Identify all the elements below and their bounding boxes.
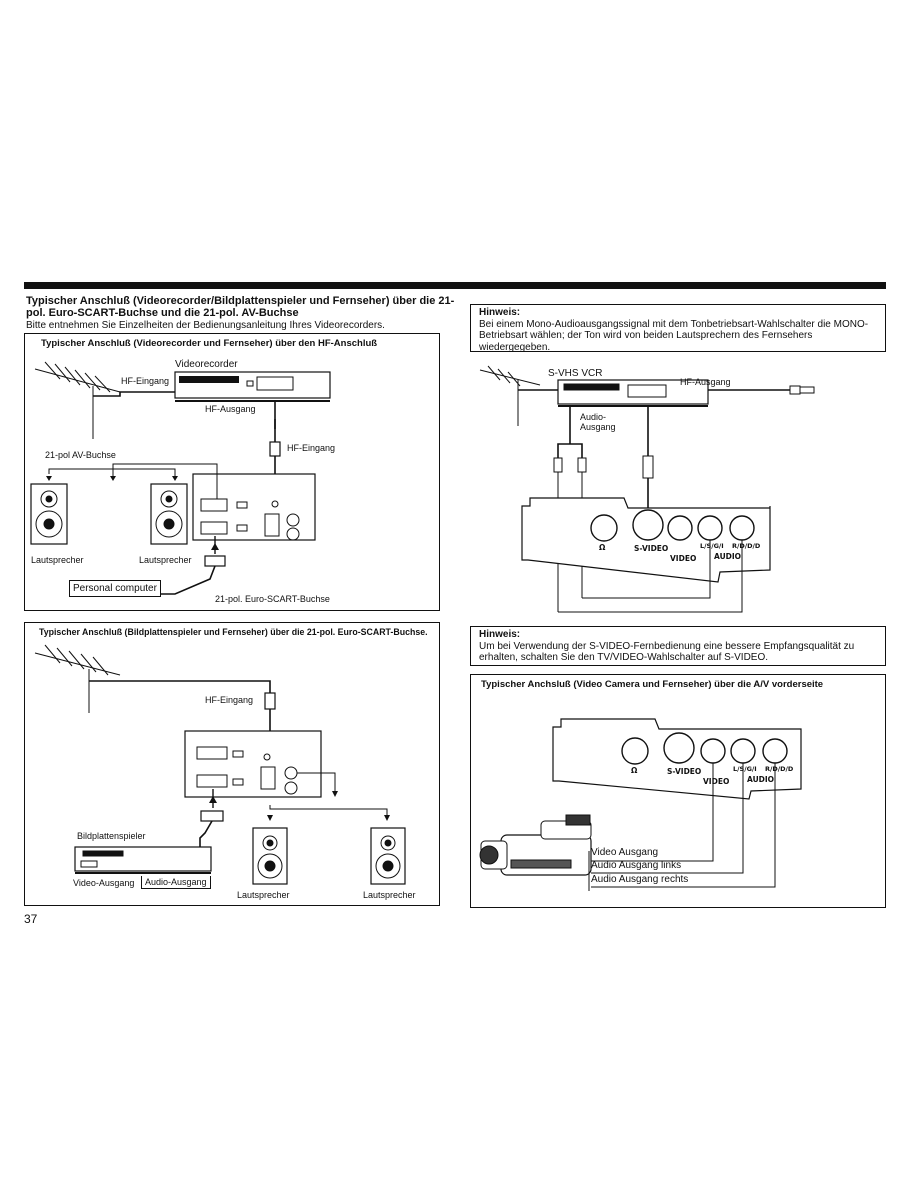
label-av-buchse: 21-pol AV-Buchse bbox=[45, 450, 116, 460]
speaker-left-icon bbox=[252, 827, 288, 885]
label-s-video: S-VIDEO bbox=[634, 544, 669, 553]
note-text: Bei einem Mono-Audioausgangssignal mit d… bbox=[479, 318, 869, 353]
label-speaker-right: Lautsprecher bbox=[139, 555, 192, 565]
diagram-scart-connection: Typischer Anschluß (Bildplattenspieler u… bbox=[24, 622, 440, 906]
label-speaker-left: Lautsprecher bbox=[237, 890, 290, 900]
note-text: Um bei Verwendung der S-VIDEO-Fernbedien… bbox=[479, 640, 855, 664]
page-subheading: Bitte entnehmen Sie Einzelheiten der Bed… bbox=[26, 320, 385, 331]
label-scart-buchse: 21-pol. Euro-SCART-Buchse bbox=[215, 594, 330, 604]
label-s-video: S-VIDEO bbox=[667, 767, 702, 776]
diagram-svhs-connection: S-VHS VCR HF-Ausgang Audio- Ausgang Ω S-… bbox=[470, 360, 886, 622]
label-l-s-g-i: L/S/G/I bbox=[700, 542, 724, 550]
antenna-icon bbox=[34, 644, 121, 713]
diagram-title: Typischer Anschluß (Bildplattenspieler u… bbox=[39, 627, 428, 637]
antenna-icon bbox=[479, 365, 541, 426]
label-video: VIDEO bbox=[670, 554, 697, 563]
speaker-right-icon bbox=[370, 827, 406, 885]
label-hf-eingang-tv: HF-Eingang bbox=[287, 443, 336, 453]
videorecorder-icon bbox=[174, 371, 331, 402]
label-speaker-left: Lautsprecher bbox=[31, 555, 84, 565]
label-audio: AUDIO bbox=[747, 775, 775, 784]
diagram-title: Typischer Anschluß (Videorecorder und Fe… bbox=[41, 338, 378, 349]
diagram-camera-connection: Typischer Anchsluß (Video Camera und Fer… bbox=[470, 674, 886, 908]
label-hf-eingang: HF-Eingang bbox=[205, 695, 254, 705]
label-hf-eingang-antenna: HF-Eingang bbox=[121, 376, 170, 386]
label-headphone: Ω bbox=[631, 766, 638, 775]
diagram-camera-drawing bbox=[479, 718, 802, 891]
label-r-d-d-d: R/D/D/D bbox=[765, 765, 794, 773]
label-audio-ausgang: Audio-Ausgang bbox=[141, 876, 211, 889]
label-videorecorder: Videorecorder bbox=[175, 359, 238, 370]
label-bildplattenspieler: Bildplattenspieler bbox=[77, 831, 146, 841]
note-title: Hinweis: bbox=[479, 629, 521, 640]
bildplattenspieler-icon bbox=[74, 846, 212, 874]
label-audio-ausgang-line1: Audio- bbox=[580, 412, 607, 422]
label-hf-ausgang: HF-Ausgang bbox=[205, 404, 256, 414]
page-heading: Typischer Anschluß (Videorecorder/Bildpl… bbox=[26, 295, 455, 319]
label-audio-ausgang-line2: Ausgang bbox=[580, 422, 616, 432]
diagram-scart-drawing bbox=[34, 644, 406, 885]
label-l-s-g-i: L/S/G/I bbox=[733, 765, 757, 773]
label-hf-ausgang: HF-Ausgang bbox=[680, 377, 731, 387]
speaker-right-icon bbox=[150, 483, 188, 545]
svhs-vcr-icon bbox=[557, 379, 709, 407]
note-s-video: Hinweis: Um bei Verwendung der S-VIDEO-F… bbox=[470, 626, 886, 666]
label-r-d-d-d: R/D/D/D bbox=[732, 542, 761, 550]
label-speaker-right: Lautsprecher bbox=[363, 890, 416, 900]
label-video-ausgang: Video Ausgang bbox=[591, 847, 659, 858]
video-camera-icon bbox=[479, 814, 592, 876]
page-number: 37 bbox=[24, 912, 38, 926]
tv-back-panel bbox=[184, 730, 322, 798]
diagram-title: Typischer Anchsluß (Video Camera und Fer… bbox=[481, 679, 824, 690]
top-rule bbox=[24, 282, 886, 289]
tv-back-panel bbox=[192, 473, 316, 541]
label-headphone: Ω bbox=[599, 543, 606, 552]
label-audio: AUDIO bbox=[714, 552, 742, 561]
note-title: Hinweis: bbox=[479, 307, 521, 318]
label-video: VIDEO bbox=[703, 777, 730, 786]
label-audio-links: Audio Ausgang links bbox=[591, 860, 682, 871]
label-svhs-vcr: S-VHS VCR bbox=[548, 368, 603, 379]
note-mono: Hinweis: Bei einem Mono-Audioausgangssig… bbox=[470, 304, 886, 353]
label-video-ausgang: Video-Ausgang bbox=[73, 878, 135, 888]
label-personal-computer: Personal computer bbox=[69, 580, 161, 597]
speaker-left-icon bbox=[30, 483, 68, 545]
diagram-hf-drawing bbox=[30, 361, 331, 595]
diagram-hf-connection: Typischer Anschluß (Videorecorder und Fe… bbox=[24, 333, 440, 611]
label-audio-rechts: Audio Ausgang rechts bbox=[591, 874, 689, 885]
diagram-svhs-drawing bbox=[479, 365, 815, 613]
antenna-icon bbox=[34, 361, 121, 439]
